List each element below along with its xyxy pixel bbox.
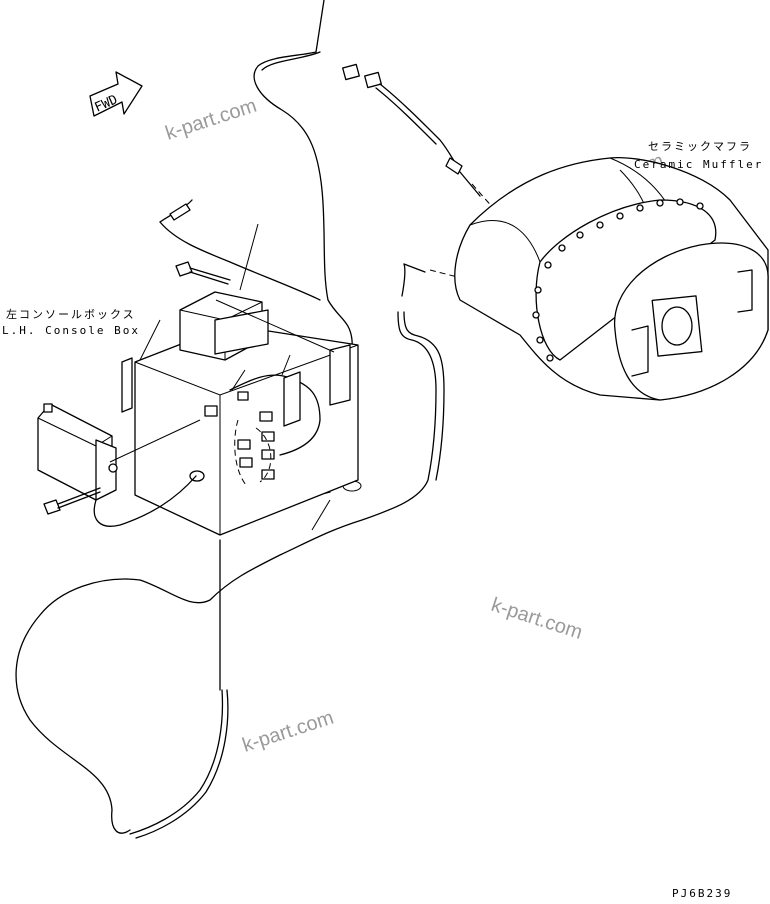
muffler-label-jp: セラミックマフラ <box>648 140 752 153</box>
ceramic-muffler <box>454 156 769 401</box>
flange-bolts <box>532 198 704 362</box>
bolt-icon <box>175 261 231 285</box>
leader-lines <box>139 223 335 531</box>
plug-cable <box>159 199 321 301</box>
muffler-label-en: Ceramic Muffler <box>634 158 763 171</box>
box-connectors <box>204 391 275 480</box>
controller-unit <box>37 403 118 501</box>
lower-harness <box>129 539 229 839</box>
console-label-jp: 左コンソールボックス <box>6 308 136 321</box>
bolt-lower-icon <box>43 487 101 515</box>
lh-console-box <box>121 291 359 536</box>
fwd-arrow-icon: FWD <box>89 71 143 117</box>
console-label-en: L.H. Console Box <box>2 324 140 337</box>
watermark-4: k-part.com <box>240 707 337 757</box>
watermark-3: k-part.com <box>488 594 585 644</box>
muffler-hose <box>15 263 445 834</box>
watermark-1: k-part.com <box>163 95 260 145</box>
controller-cable <box>93 419 201 527</box>
drawing-id: PJ6B239 <box>672 887 732 900</box>
